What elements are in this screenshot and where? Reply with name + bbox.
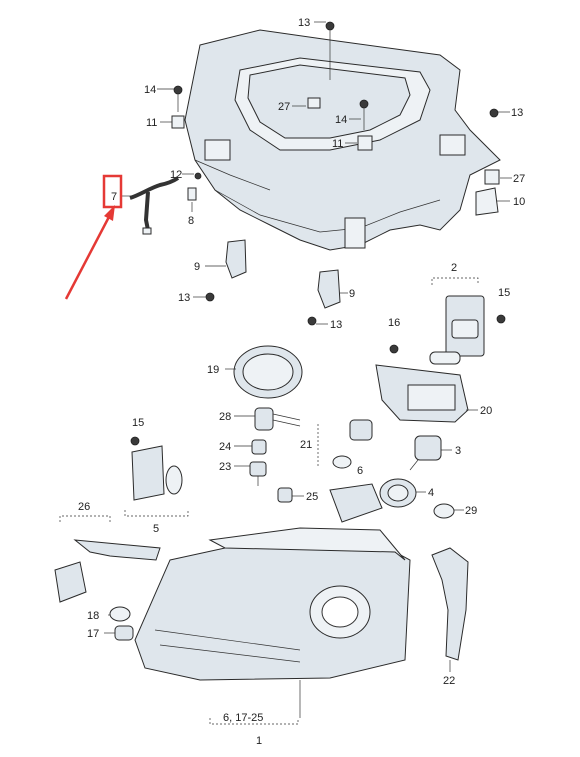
vent-hose-7 <box>129 176 180 235</box>
callout-6: 6 <box>357 465 363 477</box>
callout-17: 17 <box>87 628 99 640</box>
brackets-9 <box>205 239 341 326</box>
bulb-21 <box>317 419 373 469</box>
callout-13-lower-right: 13 <box>330 319 342 331</box>
trim-22 <box>431 547 469 661</box>
callout-15-left: 15 <box>132 417 144 429</box>
callout-12: 12 <box>170 169 182 181</box>
callout-11-left: 11 <box>146 117 157 129</box>
callout-5: 5 <box>153 523 159 535</box>
callout-18: 18 <box>87 610 99 622</box>
leader-lines <box>104 21 512 672</box>
callout-10: 10 <box>513 196 525 208</box>
callout-27-right: 27 <box>513 173 525 185</box>
bulb-23 <box>249 461 267 486</box>
callout-16: 16 <box>388 317 400 329</box>
housing-cover-20 <box>375 344 469 423</box>
bulb-24 <box>251 439 267 455</box>
callout-3: 3 <box>455 445 461 457</box>
callout-7: 7 <box>111 191 117 203</box>
callout-1-subparts: 6, 17-25 <box>223 712 263 724</box>
callout-23: 23 <box>219 461 231 473</box>
callout-20: 20 <box>480 405 492 417</box>
control-unit-2 <box>429 277 506 365</box>
callout-13-lower-left: 13 <box>178 292 190 304</box>
callout-15-right: 15 <box>498 287 510 299</box>
highlight-box <box>102 174 123 209</box>
bracket-26 <box>54 515 161 603</box>
highlight-annotation <box>64 174 123 300</box>
callout-4: 4 <box>428 487 434 499</box>
bracket-hardware <box>171 21 500 216</box>
ring-4 <box>379 478 417 508</box>
callout-8: 8 <box>188 215 194 227</box>
callout-19: 19 <box>207 364 219 376</box>
headlight-mounting-bracket <box>184 29 501 251</box>
parts-17-18 <box>109 606 134 641</box>
headlight-assembly-1 <box>134 527 411 725</box>
callout-29: 29 <box>465 505 477 517</box>
callout-2: 2 <box>451 262 457 274</box>
callout-22: 22 <box>443 675 455 687</box>
callout-27-center: 27 <box>278 101 290 113</box>
callout-9-left: 9 <box>194 261 200 273</box>
callout-14-center: 14 <box>335 114 347 126</box>
cap-3 <box>409 435 442 471</box>
callout-24: 24 <box>219 441 231 453</box>
bulb-socket-28 <box>254 407 301 431</box>
clip-8-12 <box>187 172 202 201</box>
callout-14-left: 14 <box>144 84 156 96</box>
ballast-5 <box>124 436 189 517</box>
bulb-25 <box>277 487 293 503</box>
callout-1: 1 <box>256 735 262 747</box>
callout-labels: 13 14 11 27 14 11 13 12 7 8 27 10 9 9 13… <box>78 17 525 747</box>
callout-13-right: 13 <box>511 107 523 119</box>
module-6 <box>329 483 383 523</box>
callout-21: 21 <box>300 439 312 451</box>
highlight-arrow-head <box>104 205 115 221</box>
callout-25: 25 <box>306 491 318 503</box>
cap-19 <box>233 345 303 399</box>
callout-11-center: 11 <box>332 138 343 150</box>
callout-28: 28 <box>219 411 231 423</box>
callout-13-top: 13 <box>298 17 310 29</box>
callout-26: 26 <box>78 501 90 513</box>
part-29 <box>433 503 455 519</box>
highlight-arrow <box>64 212 113 300</box>
callout-9-right: 9 <box>349 288 355 300</box>
